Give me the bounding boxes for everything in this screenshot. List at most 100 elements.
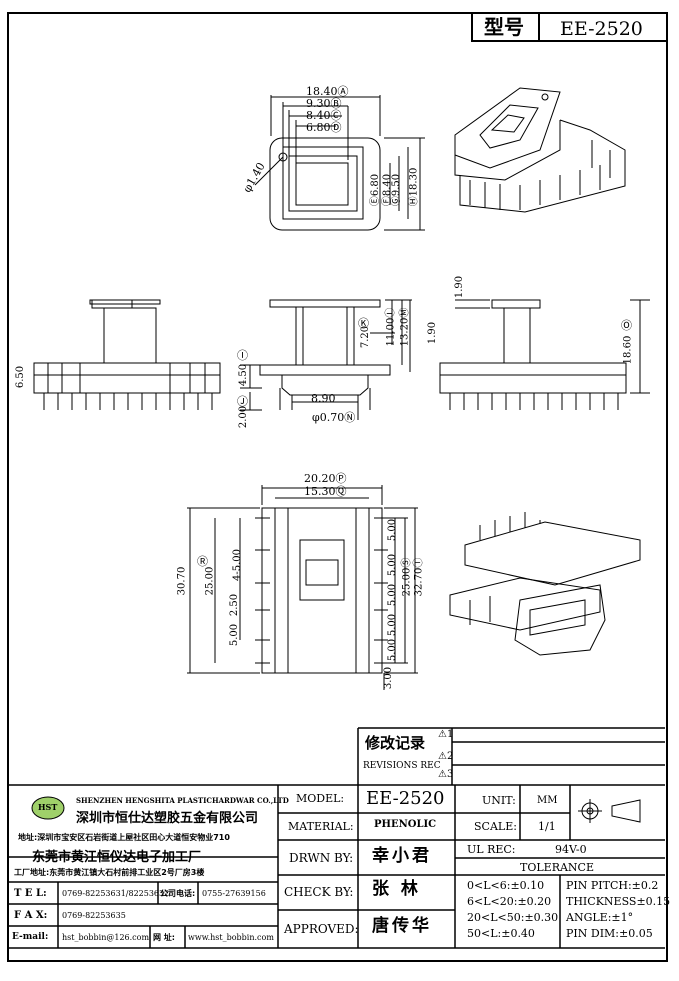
iso-view-top bbox=[454, 87, 626, 213]
dim-L: 11.00Ⓛ bbox=[385, 307, 397, 347]
tel: 0769-82253631/82253632 bbox=[62, 889, 170, 898]
tel-label: T E L: bbox=[14, 888, 47, 899]
material-label: MATERIAL: bbox=[288, 820, 354, 833]
type-label: 型号 bbox=[484, 15, 524, 39]
logo: HST bbox=[38, 802, 58, 812]
model-value: EE-2520 bbox=[366, 788, 445, 809]
dim-E: Ⓔ6.80 bbox=[370, 173, 382, 207]
dim-span: 8.90 bbox=[311, 392, 336, 405]
logo-ellipse bbox=[31, 796, 65, 820]
dim-S: 25.00Ⓢ bbox=[401, 557, 413, 597]
revision-2: ⚠2 bbox=[438, 751, 454, 762]
ul-label: UL REC: bbox=[467, 843, 516, 856]
dim-bottom-3: 3.00 bbox=[383, 666, 395, 690]
company-address: 地址:深圳市宝安区石岩街道上屋社区田心大道恒安物业710 bbox=[18, 833, 230, 842]
dim-right-5a: 5.00 bbox=[387, 518, 399, 542]
dim-A: 18.40Ⓐ bbox=[306, 85, 349, 98]
dim-K: Ⓚ bbox=[358, 317, 369, 330]
revision-1: ⚠1 bbox=[438, 729, 454, 740]
model-label: MODEL: bbox=[296, 792, 345, 805]
drawn-label: DRWN BY: bbox=[289, 851, 354, 865]
dim-H: Ⓗ18.30 bbox=[408, 167, 420, 207]
dim-right-5e: 5.00 bbox=[387, 638, 399, 662]
dim-G: Ⓖ9.50 bbox=[391, 173, 403, 207]
drawing-frame bbox=[7, 12, 668, 962]
bottom-view bbox=[187, 485, 418, 690]
check-value: 张 林 bbox=[372, 879, 418, 899]
ul-value: 94V-0 bbox=[555, 843, 587, 856]
dim-right-5c: 5.00 bbox=[387, 583, 399, 607]
title-block-lines bbox=[9, 727, 665, 949]
projection-symbol bbox=[578, 799, 641, 823]
pin-dim: PIN DIM:±0.05 bbox=[566, 927, 653, 940]
company-name-cn: 深圳市恒仕达塑胶五金有限公司 bbox=[76, 811, 259, 826]
dim-M: 13.20Ⓜ bbox=[399, 307, 411, 347]
side-view bbox=[439, 299, 650, 410]
company-phone-label: 公司电话: bbox=[160, 889, 196, 898]
revisions-title-cn: 修改记录 bbox=[365, 734, 426, 752]
unit-label: UNIT: bbox=[482, 794, 516, 807]
dim-R: 30.70 bbox=[176, 566, 188, 596]
dim-P: 20.20Ⓟ bbox=[304, 472, 347, 485]
dim-left-25: 25.00 bbox=[204, 566, 216, 596]
dim-R-marker: Ⓡ bbox=[197, 555, 208, 568]
header-divider bbox=[538, 12, 540, 42]
front-view-left bbox=[33, 299, 221, 410]
dim-D: 6.80Ⓓ bbox=[306, 121, 342, 134]
dim-Q: 15.30Ⓠ bbox=[304, 485, 347, 498]
model-number: EE-2520 bbox=[560, 18, 643, 40]
dim-C: 8.40Ⓒ bbox=[306, 109, 342, 122]
fax-label: F A X: bbox=[14, 910, 48, 921]
pin-pitch: PIN PITCH:±0.2 bbox=[566, 879, 659, 892]
tol-4: 50<L:±0.40 bbox=[467, 927, 535, 940]
tol-2: 6<L<20:±0.20 bbox=[467, 895, 552, 908]
dim-I-marker: Ⓘ bbox=[237, 349, 248, 362]
unit-value: MM bbox=[537, 795, 558, 806]
approved-label: APPROVED: bbox=[284, 922, 359, 936]
company-name-en: SHENZHEN HENGSHITA PLASTICHARDWAR CO.,LT… bbox=[76, 796, 289, 805]
scale-value: 1/1 bbox=[538, 820, 556, 833]
dim-T: 32.70Ⓣ bbox=[413, 557, 425, 597]
factory-name-cn: 东莞市黄江恒仪达电子加工厂 bbox=[32, 850, 202, 865]
thickness: THICKNESS±0.15 bbox=[566, 895, 671, 908]
dim-side-mid: 1.90 bbox=[427, 321, 439, 345]
dim-J: 2.00 bbox=[238, 405, 250, 429]
tol-3: 20<L<50:±0.30 bbox=[467, 911, 559, 924]
dim-N: φ0.70Ⓝ bbox=[312, 411, 356, 424]
dim-O: 18.60 bbox=[622, 335, 634, 365]
dim-left-4x5: 4-5.00 bbox=[232, 548, 244, 582]
scale-label: SCALE: bbox=[474, 820, 517, 833]
web: www.hst_bobbin.com bbox=[188, 933, 274, 942]
check-label: CHECK BY: bbox=[284, 885, 354, 899]
dim-right-5d: 5.00 bbox=[387, 613, 399, 637]
revisions-title-en: REVISIONS REC bbox=[363, 761, 441, 771]
dim-B: 9.30Ⓑ bbox=[306, 97, 342, 110]
dim-O-marker: Ⓞ bbox=[621, 319, 632, 332]
iso-view-bottom bbox=[449, 512, 641, 656]
fax: 0769-82253635 bbox=[62, 911, 126, 920]
drawn-value: 幸小君 bbox=[372, 846, 432, 866]
email: hst_bobbin@126.com bbox=[62, 933, 150, 942]
front-view-middle bbox=[240, 299, 412, 420]
dim-J-marker: Ⓙ bbox=[237, 395, 248, 408]
company-phone: 0755-27639156 bbox=[202, 889, 266, 898]
top-view bbox=[254, 95, 425, 231]
web-label: 网 址: bbox=[153, 933, 175, 942]
dim-left-250: 2.50 bbox=[229, 593, 241, 617]
dim-right-5b: 5.00 bbox=[387, 553, 399, 577]
tol-1: 0<L<6:±0.10 bbox=[467, 879, 545, 892]
email-label: E-mail: bbox=[12, 932, 49, 942]
tolerance-label: TOLERANCE bbox=[520, 861, 594, 874]
material-value: PHENOLIC bbox=[374, 819, 437, 830]
angle: ANGLE:±1° bbox=[566, 911, 634, 924]
dim-K-value: 7.20 bbox=[360, 325, 372, 349]
pin-dim-marks bbox=[255, 517, 388, 664]
dim-I-total: 6.50 bbox=[15, 365, 27, 389]
dim-side-top: 1.90 bbox=[454, 275, 466, 299]
dim-left-5: 5.00 bbox=[229, 623, 241, 647]
header-box bbox=[471, 12, 668, 42]
factory-address: 工厂地址:东莞市黄江镇大石村前排工业区2号厂房3楼 bbox=[14, 868, 205, 877]
approved-value: 唐传华 bbox=[372, 916, 432, 936]
revision-3: ⚠3 bbox=[438, 769, 454, 780]
